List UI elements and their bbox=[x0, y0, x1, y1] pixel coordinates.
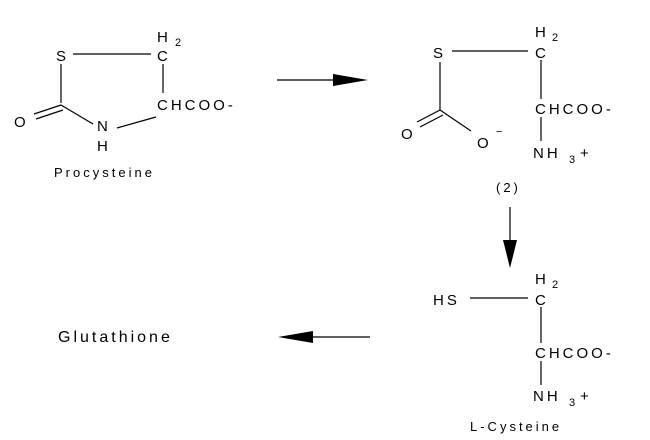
glutathione-label: Glutathione bbox=[58, 329, 173, 346]
atom-o: O bbox=[14, 114, 29, 131]
intermediate-molecule: S C H 2 CHCOO- O O − NH 3 + (2) bbox=[401, 24, 614, 195]
subscript-2: 2 bbox=[552, 32, 561, 44]
atom-o-minus: O bbox=[477, 135, 492, 152]
bond bbox=[439, 109, 472, 132]
l-cysteine-label: L-Cysteine bbox=[470, 419, 562, 434]
carboxylate-chain: CHCOO- bbox=[157, 97, 236, 114]
double-bond bbox=[35, 109, 64, 120]
subscript-3: 3 bbox=[569, 154, 578, 166]
atom-c: C bbox=[157, 48, 171, 65]
subscript-3: 3 bbox=[569, 397, 578, 409]
atom-c: C bbox=[535, 292, 549, 309]
intermediate-label: (2) bbox=[496, 180, 521, 195]
ammonium: NH bbox=[533, 388, 561, 405]
minus-charge: − bbox=[496, 126, 505, 138]
plus-charge: + bbox=[580, 145, 592, 162]
l-cysteine-molecule: HS C H 2 CHCOO- NH 3 + L-Cysteine bbox=[433, 271, 614, 434]
double-bond bbox=[33, 104, 62, 115]
subscript-2: 2 bbox=[175, 37, 184, 49]
atom-c: C bbox=[535, 45, 549, 62]
arrow-right bbox=[277, 74, 368, 86]
subscript-2: 2 bbox=[552, 279, 561, 291]
procysteine-label: Procysteine bbox=[54, 165, 155, 180]
arrow-down bbox=[503, 207, 517, 268]
atom-h: H bbox=[157, 29, 171, 46]
ammonium: NH bbox=[533, 145, 561, 162]
carboxylate-chain: CHCOO- bbox=[535, 101, 614, 118]
atom-h-nh: H bbox=[97, 138, 111, 155]
atom-hs: HS bbox=[433, 292, 460, 309]
atom-s: S bbox=[433, 45, 446, 62]
plus-charge: + bbox=[580, 388, 592, 405]
double-bond bbox=[416, 109, 441, 123]
double-bond bbox=[419, 114, 444, 128]
atom-n: N bbox=[97, 118, 111, 135]
atom-h: H bbox=[535, 24, 549, 41]
atom-o: O bbox=[401, 126, 416, 143]
atom-s: S bbox=[56, 48, 69, 65]
carboxylate-chain: CHCOO- bbox=[535, 345, 614, 362]
procysteine-molecule: S C H 2 CHCOO- N H O Procysteine bbox=[14, 29, 236, 180]
bond bbox=[60, 104, 94, 125]
arrow-left bbox=[278, 331, 370, 343]
atom-h: H bbox=[535, 271, 549, 288]
bond bbox=[116, 116, 157, 129]
